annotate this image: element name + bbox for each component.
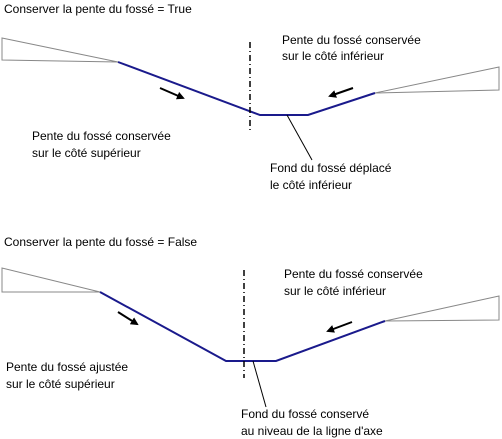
- bottom-label: au niveau de la ligne d'axe: [241, 424, 383, 438]
- bottom-label: Fond du fossé conservé: [241, 407, 370, 421]
- left-ground-outline: [1, 267, 101, 293]
- left-ground-outline: [1, 37, 119, 63]
- upper-side-label: sur le côté supérieur: [32, 146, 141, 160]
- ditch-profile: [117, 61, 376, 116]
- upper-side-arrow: [117, 311, 139, 326]
- lower-side-label: sur le côté inférieur: [282, 49, 385, 63]
- lower-side-arrow: [328, 87, 354, 98]
- right-ground-outline: [384, 295, 500, 322]
- upper-side-label: sur le côté supérieur: [6, 377, 115, 391]
- diagram-title: Conserver la pente du fossé = False: [4, 235, 198, 249]
- bottom-leader: [252, 360, 267, 408]
- lower-side-label: Pente du fossé conservée: [284, 267, 423, 281]
- bottom-leader: [286, 114, 313, 161]
- ditch-profile: [99, 291, 386, 362]
- upper-side-label: Pente du fossé ajustée: [6, 360, 129, 374]
- diagram-true: [1, 37, 500, 161]
- bottom-label: le côté inférieur: [270, 178, 353, 192]
- upper-side-label: Pente du fossé conservée: [32, 129, 171, 143]
- lower-side-label: sur le côté inférieur: [284, 284, 387, 298]
- upper-side-arrow: [159, 87, 185, 100]
- diagram-title: Conserver la pente du fossé = True: [4, 2, 192, 16]
- diagram-false: [1, 267, 500, 408]
- bottom-label: Fond du fossé déplacé: [270, 161, 392, 175]
- right-ground-outline: [374, 66, 500, 94]
- lower-side-arrow: [326, 321, 353, 333]
- lower-side-label: Pente du fossé conservée: [282, 33, 421, 47]
